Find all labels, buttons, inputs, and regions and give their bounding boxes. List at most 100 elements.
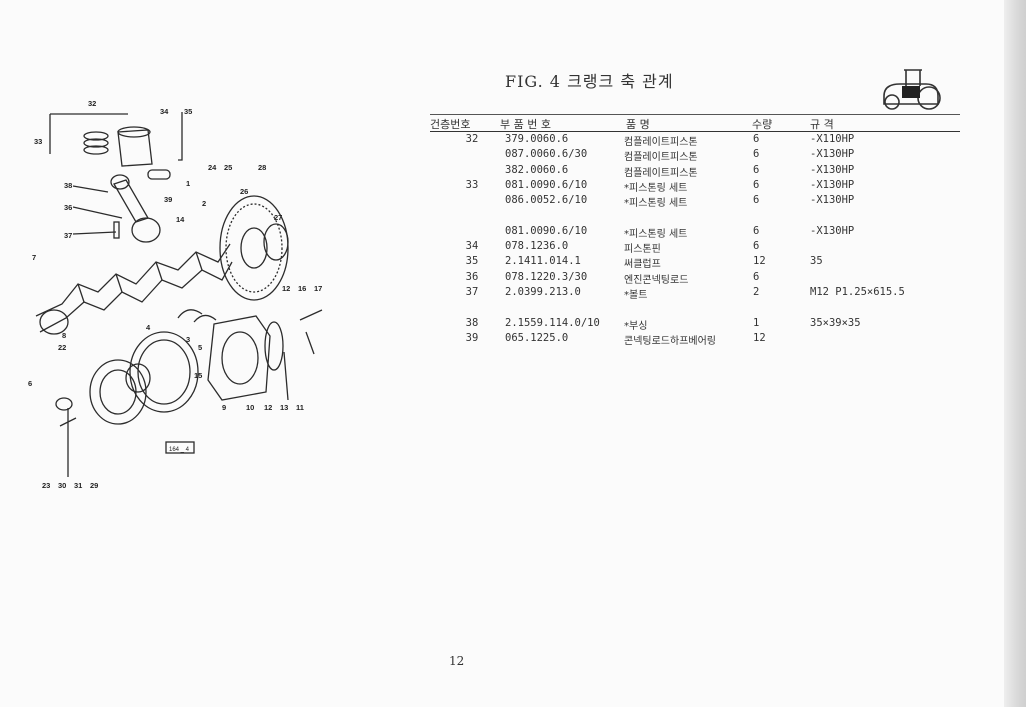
cell-ref: 37	[465, 285, 479, 298]
callout-30: 30	[58, 481, 66, 490]
callout-27: 27	[274, 213, 282, 222]
callout-38: 38	[64, 181, 72, 190]
callout-33: 33	[34, 137, 42, 146]
cell-qty: 6	[753, 133, 760, 145]
cell-name: *볼트	[624, 289, 648, 301]
header-part-no: 부 품 번 호	[500, 118, 551, 131]
cell-part: 379.0060.6	[505, 133, 569, 145]
page-number: 12	[449, 654, 465, 668]
callout-17: 17	[314, 284, 322, 293]
cell-qty: 12	[753, 255, 766, 268]
callout-22: 22	[58, 343, 66, 352]
callout-14: 14	[176, 215, 185, 224]
cell-name: *부싱	[624, 320, 648, 332]
table-row: 37 2.0399.213.0 *볼트 2 M12 P1.25×615.5	[430, 285, 960, 301]
cell-qty: 2	[753, 285, 760, 298]
cell-name: 컴플레이트피스톤	[624, 167, 698, 179]
cell-name: 피스톤핀	[624, 244, 661, 256]
callout-29: 29	[90, 481, 98, 490]
callout-26: 26	[240, 187, 248, 196]
cell-spec: M12 P1.25×615.5	[810, 285, 905, 298]
callout-12a: 12	[282, 284, 290, 293]
header-name: 품 명	[626, 118, 650, 131]
callout-37: 37	[64, 231, 72, 240]
cell-part: 382.0060.6	[505, 163, 569, 176]
callout-32: 32	[88, 99, 96, 108]
callout-4: 4	[146, 323, 151, 332]
callout-6: 6	[28, 379, 32, 388]
callout-10: 10	[246, 403, 254, 412]
cell-qty: 6	[753, 178, 760, 191]
cell-spec: -X130HP	[810, 148, 855, 161]
cell-ref: 34	[465, 240, 479, 253]
cell-qty: 6	[753, 194, 760, 207]
table-row	[430, 300, 960, 315]
page-edge-shadow	[1004, 0, 1026, 707]
callout-25: 25	[224, 163, 232, 172]
table-row: 081.0090.6/10 *피스톤링 세트 6 -X130HP	[430, 224, 960, 240]
callout-34: 34	[160, 107, 169, 116]
callout-24: 24	[208, 163, 217, 172]
cell-spec: -X130HP	[810, 194, 855, 207]
callout-39: 39	[164, 195, 172, 204]
parts-table-header: 건층번호 부 품 번 호 품 명 수량 규 격	[430, 114, 960, 132]
cell-part: 078.1220.3/30	[505, 270, 588, 283]
callout-3: 3	[186, 335, 190, 344]
cell-name: 컴플레이트피스톤	[624, 137, 698, 148]
callout-15: 15	[194, 371, 202, 380]
cell-name: *피스톤링 세트	[624, 228, 688, 240]
callout-31: 31	[74, 481, 82, 490]
header-spec: 규 격	[810, 118, 834, 131]
header-ref-no: 건층번호	[430, 118, 471, 131]
cell-part: 081.0090.6/10	[505, 224, 588, 237]
cell-qty: 12	[753, 331, 766, 344]
cell-qty: 6	[753, 224, 760, 237]
cell-name: 컴플레이트피스톤	[624, 152, 698, 164]
callout-5: 5	[198, 343, 202, 352]
cell-part: 087.0060.6/30	[505, 148, 588, 161]
callout-13: 13	[280, 403, 288, 412]
cell-ref: 39	[465, 331, 479, 344]
cell-ref: 35	[465, 255, 479, 268]
table-row: 382.0060.6 컴플레이트피스톤 6 -X130HP	[430, 163, 960, 179]
cell-ref: 33	[465, 178, 479, 191]
callout-35: 35	[184, 107, 192, 116]
cell-qty: 6	[753, 163, 760, 176]
header-qty: 수량	[752, 118, 773, 131]
cell-name: 써클럽프	[624, 259, 661, 271]
cell-part: 2.1559.114.0/10	[505, 316, 600, 329]
cell-spec: -X130HP	[810, 163, 855, 176]
cell-ref: 36	[465, 270, 479, 283]
callout-16: 16	[298, 284, 306, 293]
callout-7: 7	[32, 253, 36, 262]
cell-spec: -X110HP	[810, 133, 855, 145]
callout-36: 36	[64, 203, 72, 212]
cell-qty: 6	[753, 270, 760, 283]
cell-part: 065.1225.0	[505, 331, 569, 344]
cell-ref: 38	[465, 316, 479, 329]
crankshaft-exploded-diagram: 32 34 35 33 38 36 37 24 25 28 1 2 26 39 …	[28, 99, 322, 490]
callout-1: 1	[186, 179, 190, 188]
figure-code: 164 _ 4	[169, 447, 190, 453]
table-row: 087.0060.6/30 컴플레이트피스톤 6 -X130HP	[430, 147, 960, 164]
cell-part: 2.0399.213.0	[505, 285, 581, 298]
cell-spec: 35	[810, 255, 823, 268]
cell-name: 콘넥팅로드하프베어링	[624, 335, 716, 347]
cell-qty: 6	[753, 148, 760, 161]
callout-8: 8	[62, 331, 66, 340]
cell-spec: -X130HP	[810, 178, 855, 191]
callout-28: 28	[258, 163, 266, 172]
callout-2: 2	[202, 199, 206, 208]
cell-qty: 1	[753, 316, 760, 329]
cell-part: 078.1236.0	[505, 240, 569, 253]
cell-name: *피스톤링 세트	[624, 198, 688, 210]
tractor-icon	[883, 69, 941, 110]
cell-spec: -X130HP	[810, 224, 855, 237]
